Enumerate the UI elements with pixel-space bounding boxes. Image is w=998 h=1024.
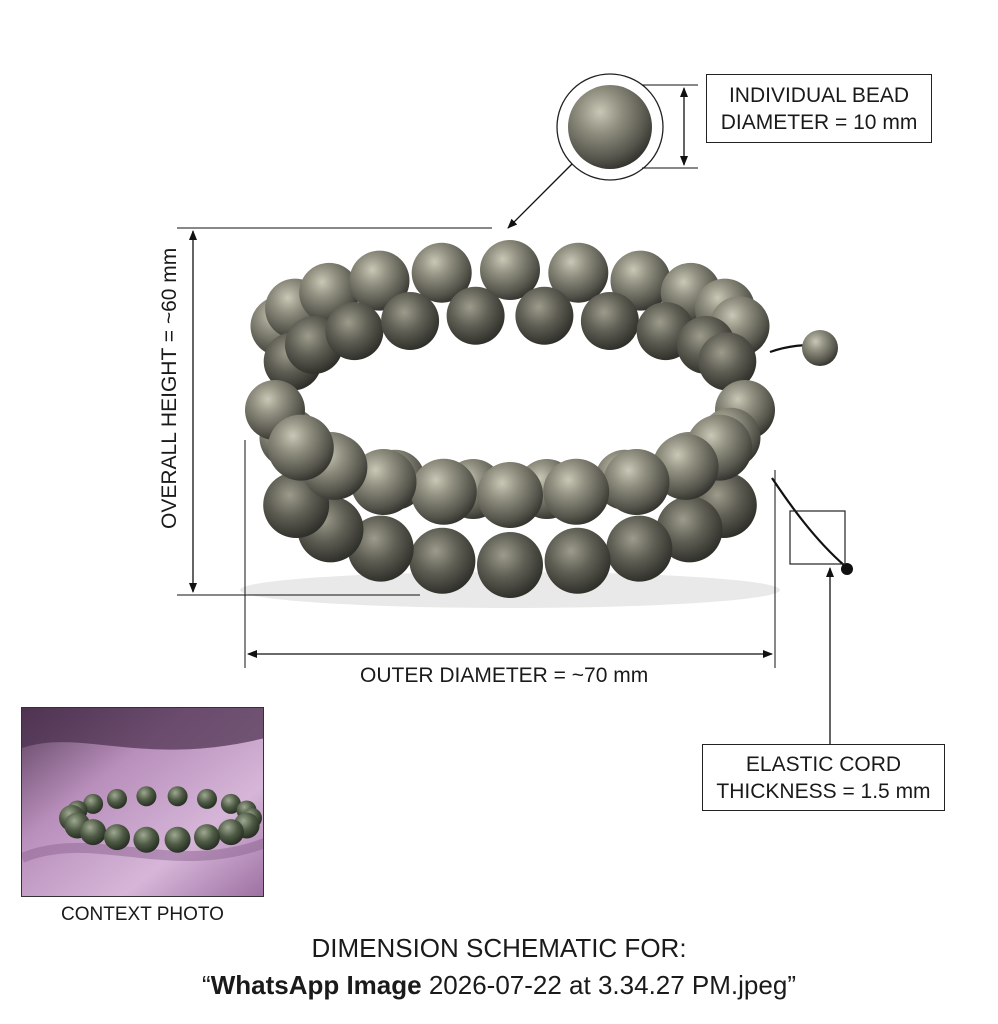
bead [515,286,574,345]
bead [410,458,477,525]
bead-label-line2: DIAMETER = 10 mm [720,110,918,134]
cord-label-line1: ELASTIC CORD [745,752,902,776]
quote-close: ” [787,970,796,1000]
bead [477,532,543,598]
bead [349,250,410,311]
context-bead [133,826,160,853]
bead [409,527,476,594]
context-bead [164,826,191,853]
bracelet-front-row [263,414,757,598]
bead [267,414,334,481]
bead [347,515,414,582]
cord-end-bead [802,330,838,366]
bead [698,332,757,391]
filename-rest: 2026-07-22 at 3.34.27 PM.jpeg [421,970,788,1000]
bead [381,292,440,350]
bead [477,462,543,528]
cord-highlight-box [789,510,846,565]
cord-label-line2: THICKNESS = 1.5 mm [716,779,931,803]
bead [544,527,611,594]
bead [411,242,472,303]
bead-diameter-label: INDIVIDUAL BEAD DIAMETER = 10 mm [706,74,932,143]
cord-thickness-label: ELASTIC CORD THICKNESS = 1.5 mm [702,744,945,811]
cord-knot [841,563,853,575]
bead [580,292,639,350]
outer-diameter-label: OUTER DIAMETER = ~70 mm [360,664,649,687]
magnified-bead [568,85,652,169]
context-bead [220,793,241,814]
bead-label-line1: INDIVIDUAL BEAD [728,83,910,107]
context-bead [197,788,217,809]
context-photo-image [22,708,263,896]
overall-height-label: OVERALL HEIGHT = ~60 mm [158,247,181,529]
context-bead [107,788,127,809]
schematic-filename: “WhatsApp Image 2026-07-22 at 3.34.27 PM… [0,970,998,1001]
schematic-title: DIMENSION SCHEMATIC FOR: [311,933,687,963]
quote-open: “ [202,970,211,1000]
context-bead [217,819,244,846]
context-photo-caption: CONTEXT PHOTO [61,904,224,925]
context-bead [194,824,220,851]
bead-callout-line [507,163,573,229]
elastic-cord-bottom [771,477,846,567]
context-bead [80,819,107,846]
context-bead [136,786,157,807]
bracelet-back-row [250,240,770,357]
bead [656,496,723,563]
bead [325,302,384,361]
bead [543,458,610,525]
bead [480,240,540,300]
context-bead [167,786,188,807]
filename-bold: WhatsApp Image [210,970,422,1000]
bead [446,286,505,345]
context-photo [21,707,264,897]
context-bead [104,824,130,851]
bead [548,242,609,303]
bead [606,515,673,582]
context-bead [83,793,104,814]
bead [610,250,671,311]
bead [603,449,670,515]
